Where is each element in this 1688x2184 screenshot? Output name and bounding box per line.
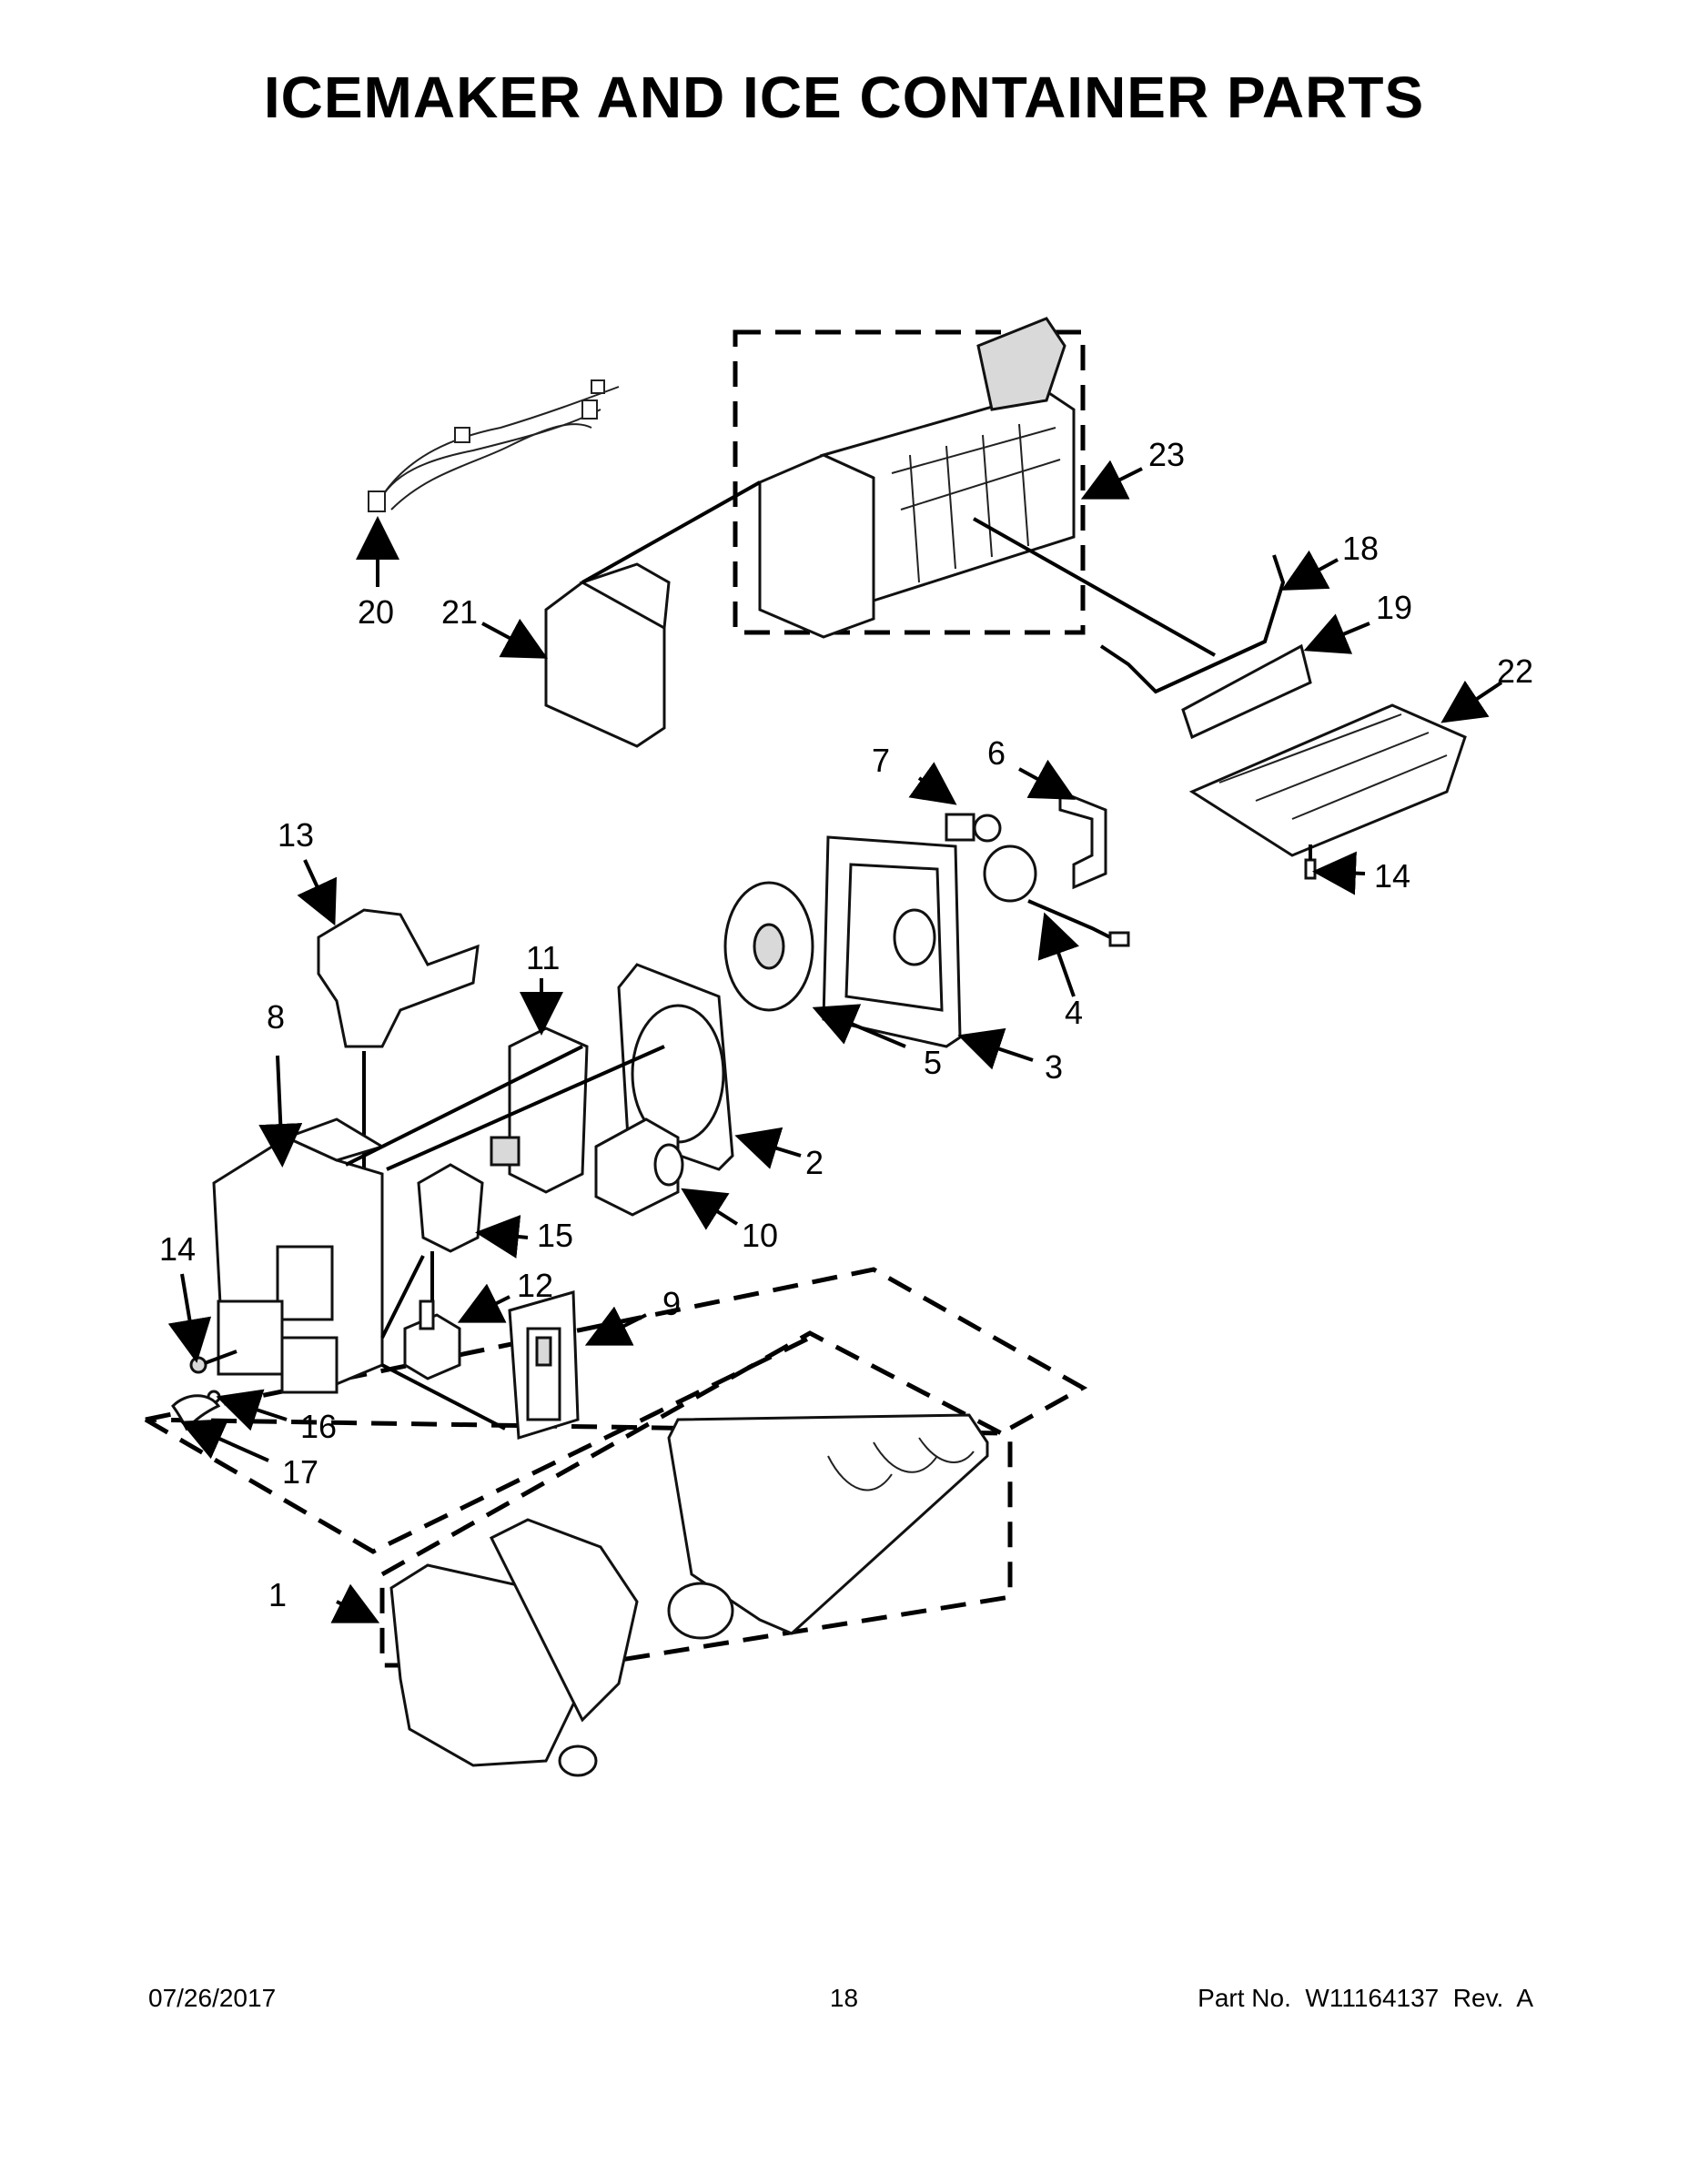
callout-12: 12 bbox=[517, 1267, 553, 1304]
callout-23: 23 bbox=[1148, 436, 1185, 473]
callout-5: 5 bbox=[924, 1044, 942, 1081]
callout-19: 19 bbox=[1376, 589, 1412, 626]
page-title: ICEMAKER AND ICE CONTAINER PARTS bbox=[263, 65, 1425, 130]
footer-part-number: Part No. W11164137 Rev. A bbox=[1198, 1984, 1533, 2012]
callout-16: 16 bbox=[300, 1408, 337, 1445]
motor-bushing bbox=[945, 813, 1002, 843]
callout-20: 20 bbox=[358, 593, 394, 631]
ice-bin-housing bbox=[212, 1117, 386, 1394]
callout-2: 2 bbox=[805, 1144, 824, 1181]
ice-dispenser-outline bbox=[379, 1330, 1013, 1668]
motor-bracket bbox=[1058, 789, 1107, 890]
callout-1: 1 bbox=[268, 1576, 287, 1613]
icemaker-cover bbox=[544, 562, 671, 748]
auger-motor-housing bbox=[822, 835, 962, 1048]
callout-6: 6 bbox=[987, 734, 1006, 772]
callout-18: 18 bbox=[1342, 530, 1379, 567]
fan-shroud bbox=[617, 963, 734, 1171]
arm-paddle bbox=[1181, 643, 1312, 740]
solenoid-bracket bbox=[417, 1163, 484, 1253]
footer-page-number: 18 bbox=[829, 1984, 859, 2012]
wire-harness bbox=[368, 379, 620, 512]
fan-motor bbox=[983, 844, 1130, 947]
callout-labels: 1 2 3 4 5 6 7 8 9 10 11 12 13 14 14 15 1… bbox=[159, 436, 1533, 1613]
callout-arrows bbox=[167, 460, 1503, 1623]
callout-21: 21 bbox=[441, 593, 478, 631]
icemaker-assembly bbox=[758, 317, 1076, 639]
callout-14-right: 14 bbox=[1374, 857, 1410, 895]
callout-11: 11 bbox=[526, 939, 560, 976]
callout-14-left: 14 bbox=[159, 1230, 196, 1268]
dispenser-cover-plate bbox=[508, 1290, 580, 1440]
callout-22: 22 bbox=[1497, 652, 1533, 690]
ice-container bbox=[389, 1413, 989, 1777]
callout-15: 15 bbox=[537, 1217, 573, 1254]
solenoid bbox=[403, 1299, 461, 1380]
ice-bin-left-outline bbox=[144, 1335, 812, 1554]
callout-3: 3 bbox=[1045, 1048, 1063, 1086]
callout-7: 7 bbox=[872, 742, 890, 779]
callout-10: 10 bbox=[742, 1217, 778, 1254]
callout-17: 17 bbox=[282, 1453, 318, 1491]
footer-date: 07/26/2017 bbox=[148, 1984, 277, 2012]
callout-8: 8 bbox=[267, 998, 285, 1036]
fan-blade bbox=[723, 881, 814, 1012]
callout-13: 13 bbox=[278, 816, 314, 854]
auger-motor bbox=[594, 1117, 684, 1217]
ice-mold-tray bbox=[1188, 703, 1467, 857]
callout-9: 9 bbox=[662, 1285, 681, 1322]
clip bbox=[171, 1394, 221, 1431]
ice-chute bbox=[317, 908, 480, 1048]
callout-4: 4 bbox=[1065, 994, 1083, 1031]
